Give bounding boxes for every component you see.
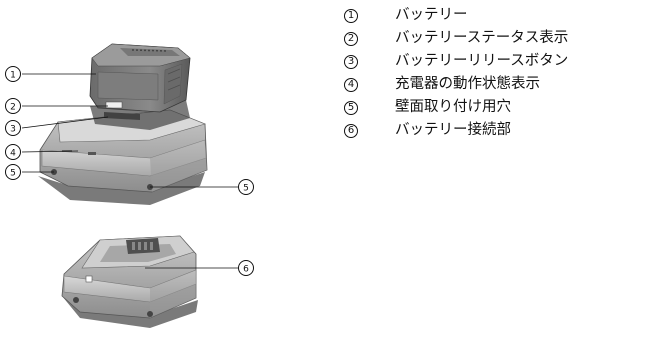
charger-with-battery-drawing bbox=[38, 43, 208, 205]
legend-number: 1 bbox=[341, 8, 361, 23]
callout-3-label: 3 bbox=[10, 125, 16, 135]
callout-5-right-label: 5 bbox=[243, 184, 249, 194]
legend-item-battery: 1 バッテリー bbox=[341, 4, 641, 27]
legend-item-charger-status: 4 充電器の動作状態表示 bbox=[341, 73, 641, 96]
callout-5-left: 5 bbox=[5, 164, 21, 180]
callout-4: 4 bbox=[5, 144, 21, 160]
callout-1-label: 1 bbox=[10, 71, 16, 81]
callout-4-label: 4 bbox=[10, 149, 16, 159]
legend-label: 壁面取り付け用穴 bbox=[395, 99, 511, 115]
callout-1: 1 bbox=[5, 66, 21, 82]
callout-lines-upper bbox=[21, 73, 238, 188]
legend-item-battery-status: 2 バッテリーステータス表示 bbox=[341, 27, 641, 50]
callout-3: 3 bbox=[5, 120, 21, 136]
legend-number: 3 bbox=[341, 54, 361, 69]
callout-2-label: 2 bbox=[10, 103, 16, 113]
charger-illustration: 1 2 3 4 5 5 6 bbox=[5, 43, 254, 328]
callout-6-label: 6 bbox=[243, 265, 249, 275]
callout-5-left-label: 5 bbox=[10, 169, 16, 179]
legend-number: 4 bbox=[341, 77, 361, 92]
legend-label: バッテリー bbox=[395, 7, 468, 23]
legend-label: バッテリーステータス表示 bbox=[395, 30, 569, 46]
legend-item-wall-mount-holes: 5 壁面取り付け用穴 bbox=[341, 96, 641, 119]
callout-6: 6 bbox=[238, 260, 254, 276]
legend-label: バッテリーリリースボタン bbox=[395, 53, 569, 69]
legend-item-battery-connector: 6 バッテリー接続部 bbox=[341, 119, 641, 142]
legend-number: 5 bbox=[341, 100, 361, 115]
callout-2: 2 bbox=[5, 98, 21, 114]
charger-empty-drawing bbox=[61, 235, 198, 328]
callout-5-right: 5 bbox=[238, 179, 254, 195]
legend-number: 2 bbox=[341, 31, 361, 46]
legend-label: バッテリー接続部 bbox=[395, 122, 511, 138]
legend-number: 6 bbox=[341, 123, 361, 138]
legend-label: 充電器の動作状態表示 bbox=[395, 76, 540, 92]
parts-legend: 1 バッテリー 2 バッテリーステータス表示 3 バッテリーリリースボタン 4 … bbox=[341, 4, 641, 142]
legend-item-release-button: 3 バッテリーリリースボタン bbox=[341, 50, 641, 73]
